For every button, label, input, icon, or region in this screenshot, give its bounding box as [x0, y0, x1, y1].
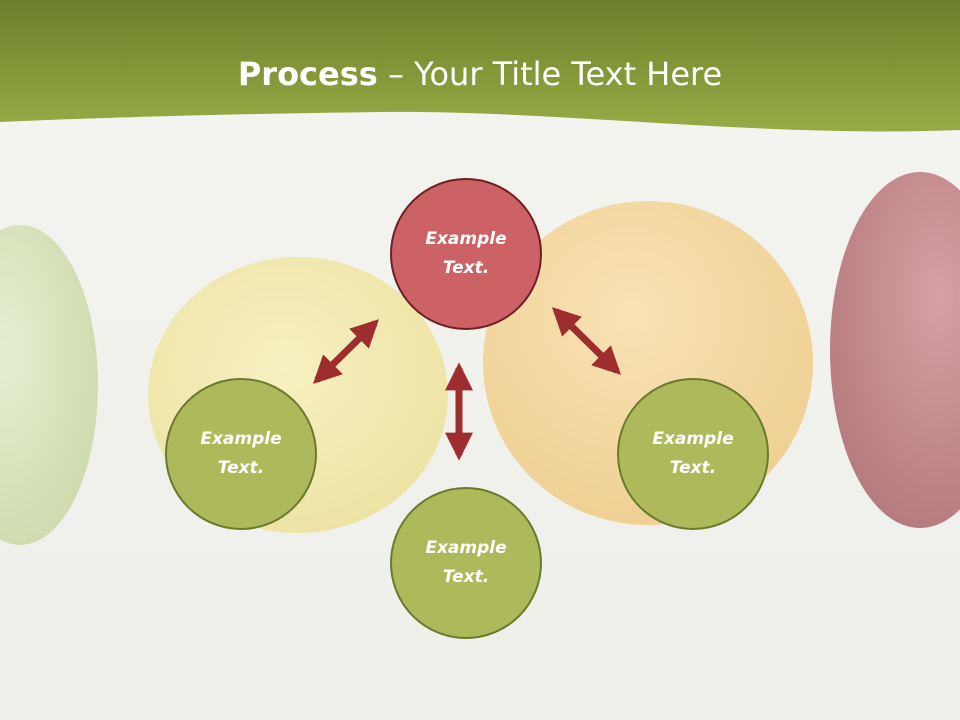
- node-right: Example Text.: [617, 378, 769, 530]
- node-top: Example Text.: [390, 178, 542, 330]
- node-bottom: Example Text.: [390, 487, 542, 639]
- arrow-top-right: [552, 307, 621, 375]
- node-right-label: Example Text.: [652, 429, 734, 478]
- slide-title: Process – Your Title Text Here: [0, 48, 960, 100]
- arrow-top-left: [313, 319, 379, 384]
- node-bottom-label: Example Text.: [425, 538, 507, 587]
- title-rest: – Your Title Text Here: [377, 55, 723, 93]
- title-bold: Process: [237, 55, 378, 93]
- node-left: Example Text.: [165, 378, 317, 530]
- node-left-label: Example Text.: [200, 429, 282, 478]
- node-top-label: Example Text.: [425, 229, 507, 278]
